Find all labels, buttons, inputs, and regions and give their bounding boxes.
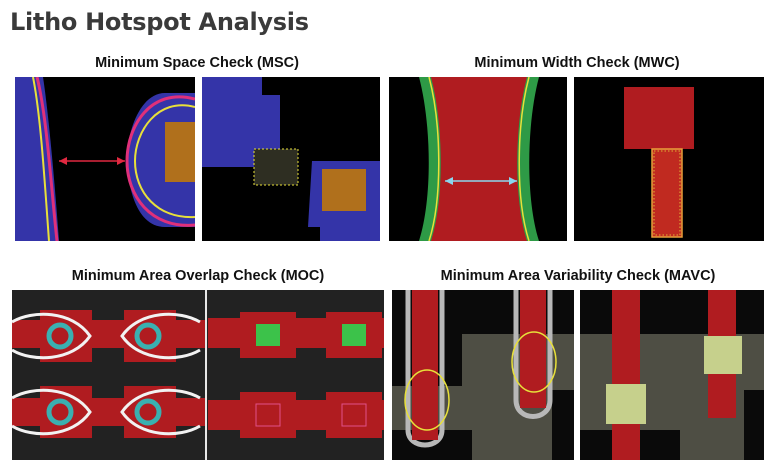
mavc-via-a (606, 384, 646, 424)
mwc-top-pad (624, 87, 694, 149)
moc-via-ring-1 (46, 322, 74, 350)
mavc-line-2-contour (513, 290, 553, 419)
mavc-panel-right (580, 290, 764, 460)
moc-contour-1 (12, 312, 92, 360)
mwc-wire-red (431, 77, 527, 241)
mavc-hotspot-2 (511, 331, 557, 393)
mwc-panel-right (574, 77, 764, 241)
moc-via-ring-4 (134, 398, 162, 426)
msc-via (165, 122, 195, 182)
mwc-narrow-wire (651, 148, 683, 238)
msc-upper-metal (202, 77, 280, 167)
msc-left-contour-yellow (32, 77, 50, 241)
msc-right-contour-yellow (133, 104, 195, 219)
moc-contour-3 (12, 388, 92, 436)
msc-left-metal (15, 77, 59, 241)
msc-lower-via (322, 169, 366, 211)
msc-panel-left (15, 77, 195, 241)
moc-missing-via-2 (341, 403, 367, 427)
msc-hotspot-marker (253, 148, 299, 186)
moc-contour-4 (120, 388, 201, 436)
moc-via-2 (342, 324, 366, 346)
msc-caption: Minimum Space Check (MSC) (95, 55, 299, 71)
mavc-line-1-contour (405, 290, 445, 448)
moc-via-ring-3 (46, 398, 74, 426)
mavc-line-1 (412, 290, 438, 440)
moc-contour-2 (120, 312, 201, 360)
msc-left-contour-magenta (35, 77, 59, 241)
mavc-caption: Minimum Area Variability Check (MAVC) (440, 268, 716, 284)
moc-missing-via-1 (255, 403, 281, 427)
mavc-panel-left (392, 290, 574, 460)
mavc-line-a (612, 290, 640, 460)
msc-right-contour-magenta (125, 95, 195, 227)
moc-panel (12, 290, 384, 460)
moc-via-1 (256, 324, 280, 346)
moc-caption: Minimum Area Overlap Check (MOC) (71, 268, 325, 284)
page-title: Litho Hotspot Analysis (10, 8, 309, 36)
msc-panel-right (202, 77, 380, 241)
mwc-panel-left (389, 77, 567, 241)
mwc-caption: Minimum Width Check (MWC) (474, 55, 680, 71)
mavc-hotspot-1 (404, 369, 450, 431)
moc-via-ring-2 (134, 322, 162, 350)
mavc-via-b (704, 336, 742, 374)
